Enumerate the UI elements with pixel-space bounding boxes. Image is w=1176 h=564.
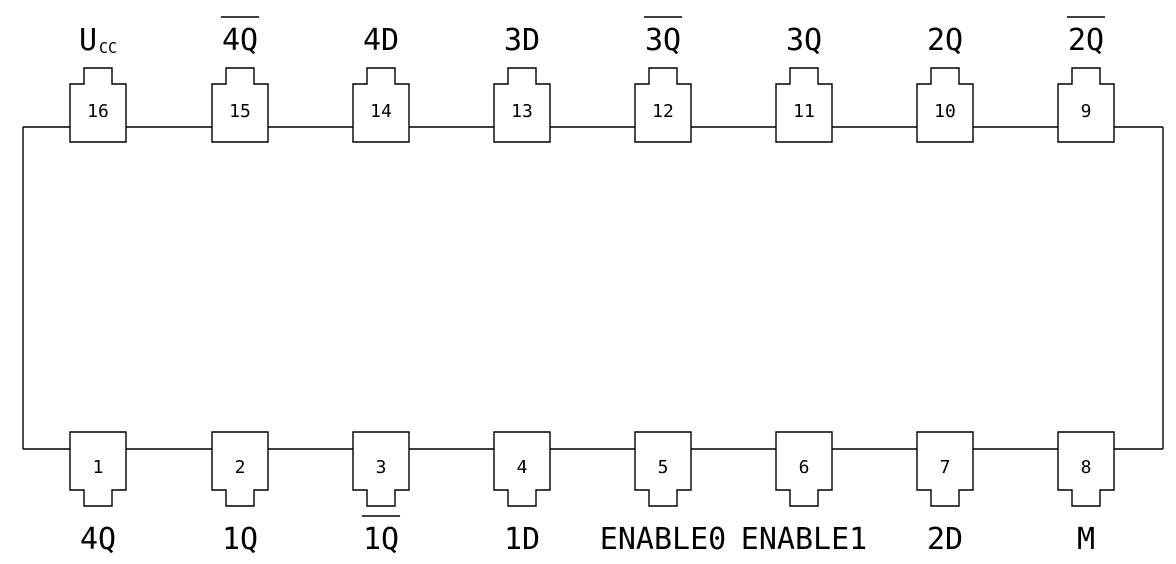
pin-13: 13 3D [493,23,551,143]
pin-13-outline [493,67,551,143]
pin-number: 9 [1081,101,1092,122]
pin-1-outline [69,431,127,507]
pin-number: 8 [1081,457,1092,478]
pin-3: 3 1Q [352,431,410,557]
pin-label: 1Q [222,522,258,557]
pin-number: 13 [511,101,533,122]
pin-15: 15 4Q [211,16,269,143]
pin-10: 10 2Q [916,23,974,143]
pin-11: 11 3Q [775,23,833,143]
pin-number: 1 [93,457,104,478]
pin-4: 4 1D [493,431,551,557]
pin-6-outline [775,431,833,507]
chip-outline [22,126,1164,450]
pin-number: 4 [517,457,528,478]
pin-12-outline [634,67,692,143]
pin-label: M [1077,522,1095,557]
pin-label: 3D [504,23,540,58]
pin-number: 2 [235,457,246,478]
pin-number: 7 [940,457,951,478]
pin-2-outline [211,431,269,507]
pin-label: 4D [363,23,399,58]
pin-label: 2D [927,522,963,557]
pin-number: 10 [934,101,956,122]
pin-number: 16 [87,101,109,122]
pin-number: 6 [799,457,810,478]
pin-number: 14 [370,101,392,122]
pin-8-outline [1057,431,1115,507]
pin-4-outline [493,431,551,507]
pin-5-outline [634,431,692,507]
pin-1: 1 4Q [69,431,127,557]
pin-number: 11 [793,101,815,122]
pin-number: 15 [229,101,251,122]
pin-10-outline [916,67,974,143]
chip-body [22,126,1164,450]
pin-9-outline [1057,67,1115,143]
pin-label: 1D [504,522,540,557]
pin-14-outline [352,67,410,143]
pin-8: 8M [1057,431,1115,557]
pin-7: 7 2D [916,431,974,557]
pin-7-outline [916,431,974,507]
pin-11-outline [775,67,833,143]
pin-number: 5 [658,457,669,478]
pin-16-outline [69,67,127,143]
pin-label: 4Q [222,23,258,58]
pin-number: 3 [376,457,387,478]
pin-label: 3Q [645,23,681,58]
pin-9: 9 2Q [1057,16,1115,143]
pin-12: 12 3Q [634,16,692,143]
pin-14: 14 4D [352,23,410,143]
pin-label: 1Q [363,522,399,557]
pin-label: 4Q [80,522,116,557]
pin-label: 3Q [786,23,822,58]
pin-label: ENABLE1 [741,522,867,557]
pin-3-outline [352,431,410,507]
pin-number: 12 [652,101,674,122]
pin-15-outline [211,67,269,143]
pin-label: ENABLE0 [600,522,726,557]
pin-label: 2Q [927,23,963,58]
pin-label: 2Q [1068,23,1104,58]
pin-2: 2 1Q [211,431,269,557]
